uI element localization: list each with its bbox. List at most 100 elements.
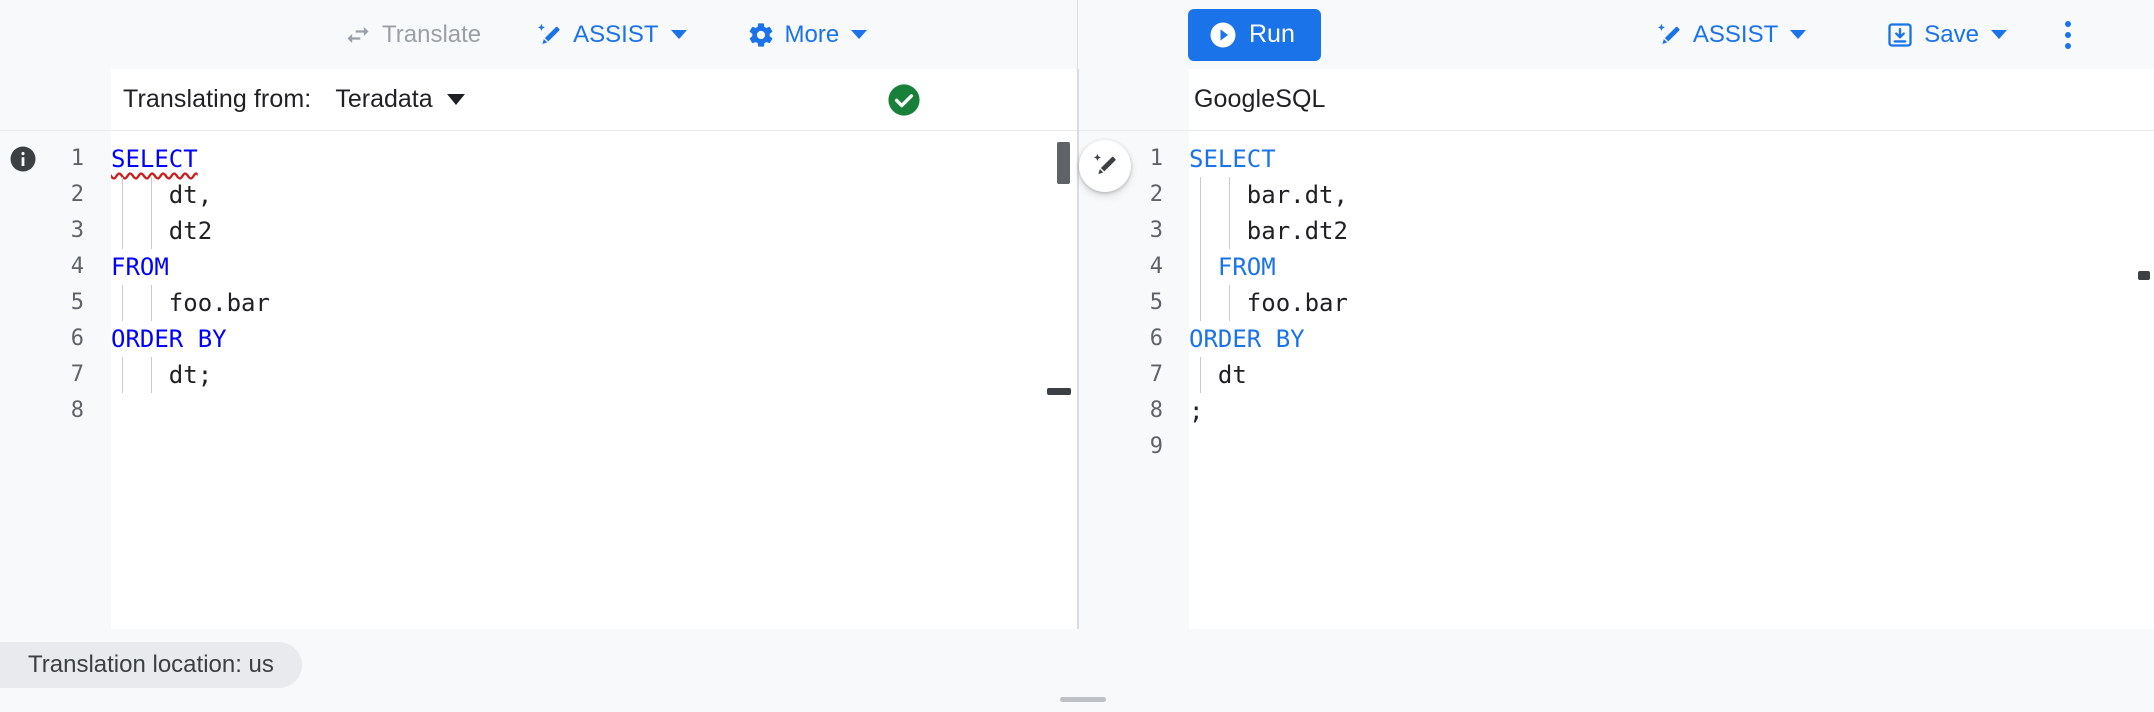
line-number: 3 xyxy=(70,218,84,243)
code-line[interactable]: 4 FROM xyxy=(1079,249,2154,285)
target-scrollbar-thumb[interactable] xyxy=(2138,271,2150,280)
more-label: More xyxy=(784,20,840,48)
code-line[interactable]: 8 xyxy=(0,393,1077,429)
line-number: 5 xyxy=(1149,290,1163,315)
code-text: ORDER BY xyxy=(1189,325,1305,353)
source-dialect-value: Teradata xyxy=(335,85,433,113)
code-text: FROM xyxy=(1217,253,1276,281)
indent-guide xyxy=(1228,285,1230,321)
indent-guide xyxy=(122,177,123,213)
gutter-strip xyxy=(0,69,111,130)
code-line[interactable]: 3 bar.dt2 xyxy=(1079,213,2154,249)
line-number: 3 xyxy=(1149,218,1163,243)
assist-fab-button[interactable] xyxy=(1079,140,1131,192)
line-number: 2 xyxy=(70,182,84,207)
target-gutter xyxy=(1079,131,1189,629)
code-line[interactable]: 9 xyxy=(1079,429,2154,465)
chevron-down-icon xyxy=(851,30,868,39)
indent-guide xyxy=(1200,249,1201,285)
check-circle-icon xyxy=(888,83,920,116)
translate-label: Translate xyxy=(382,20,482,48)
status-badge xyxy=(888,83,999,117)
translation-location-text: Translation location: us xyxy=(28,651,274,678)
source-gutter xyxy=(0,131,111,629)
source-scrollbar-thumb-horizontal[interactable] xyxy=(1047,388,1071,395)
assist-button-left[interactable]: ASSIST xyxy=(521,12,700,58)
indent-guide xyxy=(1200,213,1201,249)
code-line[interactable]: 7 dt; xyxy=(0,357,1077,393)
info-icon[interactable] xyxy=(8,144,38,174)
source-panel-header: Translating from: Teradata xyxy=(0,69,1077,131)
code-text: foo.bar xyxy=(1246,289,1348,317)
save-label: Save xyxy=(1924,20,1979,48)
code-text: dt; xyxy=(168,361,213,389)
source-dialect-select[interactable]: Teradata xyxy=(335,85,465,114)
more-vert-icon[interactable] xyxy=(2045,12,2091,58)
code-text: FROM xyxy=(111,253,169,281)
target-dialect-label: GoogleSQL xyxy=(1194,85,1326,113)
line-number: 4 xyxy=(1149,254,1163,279)
code-line[interactable]: 2 dt, xyxy=(0,177,1077,213)
code-line[interactable]: 2 bar.dt, xyxy=(1079,177,2154,213)
indent-guide xyxy=(1228,213,1230,249)
code-text: bar.dt, xyxy=(1246,181,1348,209)
indent-guide xyxy=(150,285,152,321)
line-number: 7 xyxy=(1149,362,1163,387)
chevron-down-icon xyxy=(1990,30,2007,39)
top-toolbar: Translate ASSIST xyxy=(0,0,2154,69)
magic-wand-icon xyxy=(1655,21,1683,49)
left-toolbar-group: Translate ASSIST xyxy=(0,0,1078,69)
assist-button-right[interactable]: ASSIST xyxy=(1641,12,1820,58)
source-scrollbar-thumb[interactable] xyxy=(1057,142,1070,184)
code-line[interactable]: 4 FROM xyxy=(0,249,1077,285)
magic-wand-icon xyxy=(1091,151,1119,182)
line-number: 6 xyxy=(70,326,84,351)
source-panel: Translating from: Teradata xyxy=(0,69,1078,629)
code-text: foo.bar xyxy=(168,289,270,317)
code-text: ; xyxy=(1189,397,1204,425)
code-line[interactable]: 5 foo.bar xyxy=(1079,285,2154,321)
gutter-strip xyxy=(1079,69,1189,130)
save-button[interactable]: Save xyxy=(1872,12,2021,58)
line-number: 5 xyxy=(70,290,84,315)
code-line[interactable]: 3 dt2 xyxy=(0,213,1077,249)
line-number: 8 xyxy=(70,398,84,423)
resize-handle[interactable] xyxy=(1060,697,1106,702)
code-text: dt xyxy=(1217,361,1247,389)
assist-label-left: ASSIST xyxy=(573,20,659,48)
gear-icon xyxy=(747,21,775,49)
indent-guide xyxy=(122,285,123,321)
translating-from-label: Translating from: xyxy=(123,85,312,113)
editor-panels: Translating from: Teradata xyxy=(0,69,2154,629)
magic-wand-icon xyxy=(535,21,563,49)
indent-guide xyxy=(1200,177,1201,213)
line-number: 7 xyxy=(70,362,84,387)
chevron-down-icon xyxy=(446,94,465,105)
save-download-icon xyxy=(1886,21,1914,49)
line-number: 9 xyxy=(1149,434,1163,459)
translation-location-chip: Translation location: us xyxy=(0,642,302,688)
more-button[interactable]: More xyxy=(733,12,882,58)
indent-guide xyxy=(122,213,123,249)
play-circle-icon xyxy=(1208,20,1238,50)
line-number: 4 xyxy=(70,254,84,279)
code-text: dt2 xyxy=(168,217,213,245)
code-line[interactable]: 7 dt xyxy=(1079,357,2154,393)
run-button[interactable]: Run xyxy=(1188,8,1321,61)
translate-button[interactable]: Translate xyxy=(330,12,495,58)
panel-divider xyxy=(1078,69,1079,629)
code-line[interactable]: 5 foo.bar xyxy=(0,285,1077,321)
code-text: SELECT xyxy=(1189,145,1276,173)
code-line[interactable]: 8; xyxy=(1079,393,2154,429)
indent-guide xyxy=(1200,357,1201,393)
indent-guide xyxy=(150,357,152,393)
